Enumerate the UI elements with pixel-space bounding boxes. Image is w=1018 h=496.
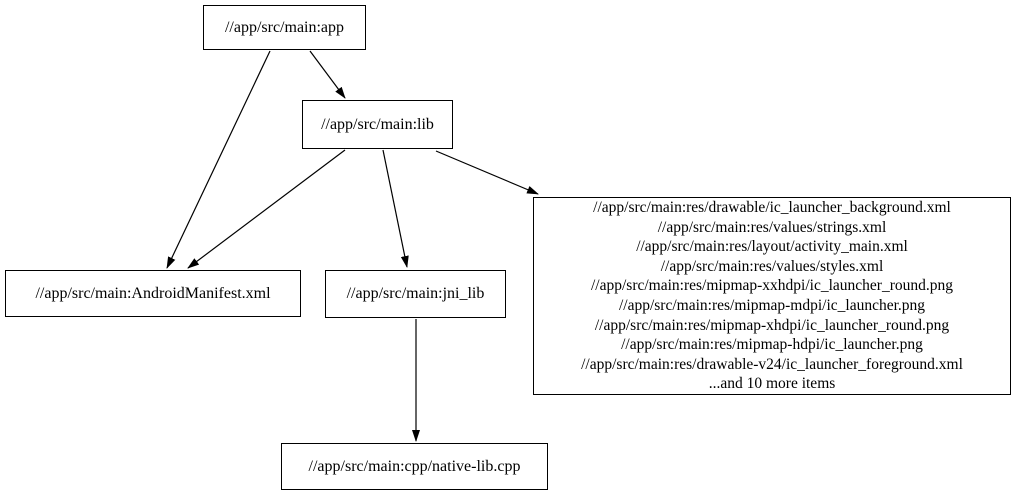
edge-lib-to-jni-lib <box>382 149 409 268</box>
edge-app-to-lib <box>309 50 346 99</box>
node-lib-label: //app/src/main:lib <box>321 115 434 133</box>
res-file-label: //app/src/main:res/mipmap-xxhdpi/ic_laun… <box>590 277 953 295</box>
node-native-lib-cpp-label: //app/src/main:cpp/native-lib.cpp <box>308 457 521 475</box>
node-lib: //app/src/main:lib <box>302 100 453 149</box>
res-file-label: //app/src/main:res/mipmap-mdpi/ic_launch… <box>618 297 926 314</box>
res-file-label: //app/src/main:res/mipmap-hdpi/ic_launch… <box>621 336 923 354</box>
res-file-label: //app/src/main:res/drawable-v24/ic_launc… <box>581 355 963 373</box>
res-file-label: //app/src/main:res/values/styles.xml <box>660 257 884 275</box>
edge-lib-to-res-group <box>435 150 539 195</box>
res-file-label: //app/src/main:res/mipmap-xhdpi/ic_launc… <box>594 316 950 334</box>
edge-lib-to-manifest <box>187 149 346 269</box>
node-app-label: //app/src/main:app <box>224 18 345 36</box>
node-native-lib-cpp: //app/src/main:cpp/native-lib.cpp <box>281 443 548 490</box>
res-file-label: //app/src/main:res/values/strings.xml <box>657 218 887 236</box>
node-jni-lib: //app/src/main:jni_lib <box>325 270 506 318</box>
res-file-label: //app/src/main:res/drawable/ic_launcher_… <box>593 199 951 217</box>
node-jni-lib-label: //app/src/main:jni_lib <box>346 285 485 303</box>
edge-app-to-manifest <box>166 50 271 269</box>
node-res-files-group: //app/src/main:res/drawable/ic_launcher_… <box>533 197 1011 395</box>
res-more-items-label: ...and 10 more items <box>708 375 836 393</box>
node-android-manifest-label: //app/src/main:AndroidManifest.xml <box>35 284 271 302</box>
node-android-manifest: //app/src/main:AndroidManifest.xml <box>5 270 301 317</box>
res-file-label: //app/src/main:res/layout/activity_main.… <box>636 238 908 256</box>
node-app: //app/src/main:app <box>203 5 366 50</box>
